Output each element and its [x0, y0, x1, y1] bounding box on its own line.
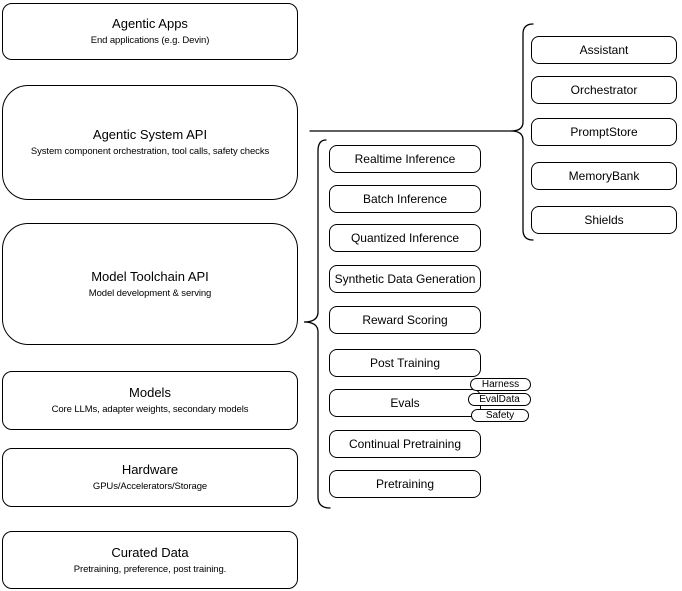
node-subtitle: Pretraining, preference, post training.: [73, 563, 227, 575]
node-continual-pretraining: Continual Pretraining: [329, 430, 481, 458]
node-title: Hardware: [121, 462, 179, 477]
components-brace: [510, 23, 534, 241]
node-hardware: Hardware GPUs/Accelerators/Storage: [2, 448, 298, 507]
node-orchestrator: Orchestrator: [531, 76, 677, 104]
pill-harness: Harness: [470, 378, 531, 391]
node-shields: Shields: [531, 206, 677, 234]
node-synthetic-data-generation: Synthetic Data Generation: [329, 265, 481, 293]
pill-evaldata: EvalData: [468, 393, 531, 406]
node-memorybank: MemoryBank: [531, 162, 677, 190]
node-quantized-inference: Quantized Inference: [329, 224, 481, 252]
node-title: Agentic Apps: [112, 16, 188, 31]
node-promptstore: PromptStore: [531, 118, 677, 146]
node-batch-inference: Batch Inference: [329, 185, 481, 213]
node-subtitle: Model development & serving: [88, 287, 212, 299]
node-subtitle: System component orchestration, tool cal…: [30, 146, 270, 157]
node-reward-scoring: Reward Scoring: [329, 306, 481, 334]
node-title: Models: [129, 385, 171, 400]
pill-safety: Safety: [471, 409, 529, 422]
node-agentic-system-api: Agentic System API System component orch…: [2, 85, 298, 200]
node-subtitle: GPUs/Accelerators/Storage: [92, 481, 208, 492]
node-title: Model Toolchain API: [91, 268, 209, 284]
toolchain-brace: [303, 139, 331, 509]
node-realtime-inference: Realtime Inference: [329, 145, 481, 173]
node-agentic-apps: Agentic Apps End applications (e.g. Devi…: [2, 3, 298, 60]
node-evals: Evals: [329, 389, 481, 417]
node-assistant: Assistant: [531, 36, 677, 64]
node-model-toolchain-api: Model Toolchain API Model development & …: [2, 223, 298, 345]
node-models: Models Core LLMs, adapter weights, secon…: [2, 371, 298, 430]
node-title: Curated Data: [111, 544, 189, 560]
node-pretraining: Pretraining: [329, 470, 481, 498]
node-curated-data: Curated Data Pretraining, preference, po…: [2, 531, 298, 589]
node-title: Agentic System API: [92, 127, 208, 142]
node-post-training: Post Training: [329, 349, 481, 377]
node-subtitle: End applications (e.g. Devin): [90, 35, 210, 46]
node-subtitle: Core LLMs, adapter weights, secondary mo…: [51, 404, 249, 415]
